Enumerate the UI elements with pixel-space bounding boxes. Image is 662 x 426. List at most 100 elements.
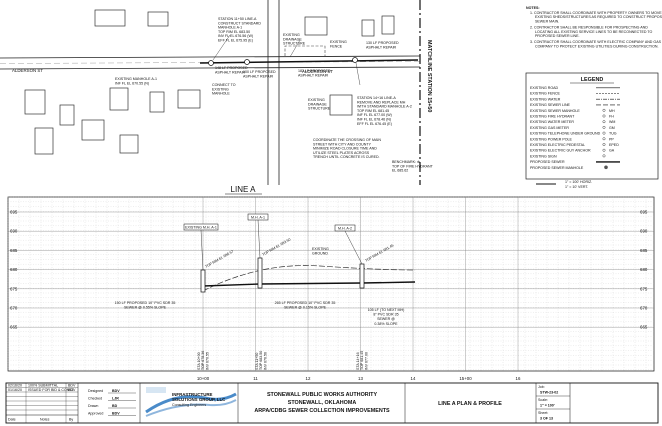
scale-bar: 1" = 100' HORIZ. 1" = 10' VERT.: [536, 180, 592, 189]
legend-item-label: EXISTING TELEPHONE UNDER GROUND: [530, 132, 601, 136]
note-item: 1. CONTRACTOR SHALL COORDINATE WITH PROP…: [530, 11, 662, 15]
station-label: 12: [306, 376, 311, 381]
elevation-label-left: 665: [10, 325, 18, 330]
existing-fence-line: EXISTING: [330, 40, 347, 44]
existing-drainage-2-line: STRUCTURE: [308, 107, 331, 111]
street-label-2: ALDERSON ST: [302, 69, 333, 74]
elevation-label-right: 665: [640, 325, 648, 330]
revision-desc: ISSUED FOR BID & CONST.: [28, 388, 75, 392]
proposed-sewer-profile: [202, 281, 416, 287]
lf-proposed-left-line: 148 LF PROPOSED: [215, 66, 248, 70]
coordinate-note-line: COORDINATE THE CROSSING OF MAIN: [313, 138, 381, 142]
lf-proposed-right-line: ASPHALT REPAIR: [298, 73, 329, 77]
legend-item-label: EXISTING FIRE HYDRANT: [530, 115, 575, 119]
role-label: Checked: [88, 397, 102, 401]
station-callout-2-line: REMOVE AND REPLACE MH: [357, 100, 406, 104]
existing-drainage-1-line: EXISTING: [283, 33, 300, 37]
station-label: 13: [358, 376, 363, 381]
role-label: Approved: [88, 412, 103, 416]
station-label: 10+00: [197, 376, 210, 381]
rev-header-by: By: [69, 418, 73, 422]
station-callout-1-line: EFF FL EL 675.95 (E): [218, 39, 253, 43]
manhole-a2: [359, 263, 365, 289]
legend-symbol-code: EPED: [609, 143, 619, 147]
bottom-station-label: INV 677.00: [364, 352, 368, 370]
bottom-station-label: STA 10+00: [197, 352, 201, 370]
revision-desc: 100% SUBMITTAL: [28, 384, 58, 388]
existing-ground-text: GROUND: [312, 251, 328, 255]
station-callout-1-line: INV FL EL 676.56 (W): [218, 34, 253, 38]
legend-item-label: EXISTING SEWER LINE: [530, 103, 571, 107]
project-line: STONEWALL PUBLIC WORKS AUTHORITY: [267, 392, 378, 398]
elevation-label-left: 695: [10, 210, 18, 215]
svg-text:M.H. A-1: M.H. A-1: [251, 216, 265, 220]
scale-value: 1" = 100': [540, 404, 555, 408]
legend-symbol: [602, 154, 606, 158]
coordinate-note-line: MINIMIZE ROAD CLOSURE TIME AND: [313, 147, 377, 151]
bottom-station-label: STA 11+50: [255, 353, 259, 370]
company-name-line: SOLUTIONS GROUP, LLC: [172, 397, 226, 402]
station-callout-2-line: INF FL EL 678.46 (N): [357, 118, 391, 122]
scale-horiz: 1" = 100' HORIZ.: [565, 180, 592, 184]
legend-item-label: EXISTING WATER METER: [530, 120, 574, 124]
asphalt-mid-line: 100 LF PROPOSED: [243, 70, 276, 74]
existing-drainage-2-line: DRAINAGE: [308, 102, 327, 106]
asphalt-mid-line: ASPHALT REPAIR: [243, 74, 274, 78]
legend-symbol: [602, 148, 606, 152]
note-item: SEWER MAIN.: [535, 19, 559, 23]
sheet-label: Sheet:: [538, 411, 548, 415]
profile-callout-3-line: SEWER @: [377, 317, 395, 321]
legend-symbol: [602, 131, 606, 135]
revision-by: BDV: [68, 388, 76, 392]
lf-proposed-right-line: 183 LF PROPOSED: [298, 69, 331, 73]
elevation-label-left: 680: [10, 267, 18, 272]
label-existing-mh: EXISTING M.H. A-1: [183, 223, 219, 271]
lf-proposed-top-line: ASPHALT REPAIR: [366, 45, 397, 49]
station-callout-2-line: WITH STANDARD MANHOLE A-2: [357, 105, 412, 109]
profile-callout-1-line: 150 LF PROPOSED 10" PVC SDR 35: [115, 301, 176, 305]
bottom-station-label: INV 670.55: [205, 352, 209, 370]
elevation-label-left: 670: [10, 306, 18, 311]
station-callout-1-line: TOP RIM EL 683.50: [218, 30, 250, 34]
revision-by: BDV: [68, 384, 76, 388]
legend-item-label: EXISTING SEWER MANHOLE: [530, 109, 580, 113]
label-mh-a1: M.H. A-1: [247, 213, 269, 259]
legend-symbol-code: GA: [609, 149, 615, 153]
legend-item-label: EXISTING POWER POLE: [530, 137, 573, 141]
existing-manhole-line: EXISTING MANHOLE A-1: [115, 77, 157, 81]
job-label: Job:: [538, 385, 545, 389]
connect-existing-line: MANHOLE: [212, 92, 230, 96]
role-name: BDV: [112, 389, 120, 393]
label-mh-a2: M.H. A-2: [334, 224, 363, 265]
legend-manhole-symbol: [604, 165, 608, 170]
legend-item-label: PROPOSED SEWER MANHOLE: [530, 166, 584, 170]
project-line: ARPA/CDBG SEWER COLLECTION IMPROVEMENTS: [254, 408, 390, 414]
role-name: BDV: [112, 412, 120, 416]
role-name: LJR: [112, 397, 119, 401]
profile-callout-1-line: SEWER @ 0.55% SLOPE: [124, 306, 167, 310]
legend-symbol: [602, 143, 606, 146]
rev-header-date: Date: [8, 418, 16, 422]
coordinate-note-line: TRENCH UNTIL CONCRETE IS CURED.: [313, 155, 380, 159]
existing-ground-text: EXISTING: [312, 247, 329, 251]
existing-manhole-line: INF FL EL 670.55 (N): [115, 81, 149, 85]
note-item: 2. CONTRACTOR SHALL BE RESPONSIBLE FOR P…: [530, 26, 648, 30]
company-name-line: Consulting Engineers: [172, 403, 206, 407]
company-name-line: INFRASTRUCTURE: [172, 392, 213, 397]
elevation-label-right: 680: [640, 267, 648, 272]
existing-drainage-1-line: DRAINAGE: [283, 37, 302, 41]
existing-drainage-2-line: EXISTING: [308, 98, 325, 102]
legend-item-label: EXISTING GAS METER: [530, 126, 569, 130]
